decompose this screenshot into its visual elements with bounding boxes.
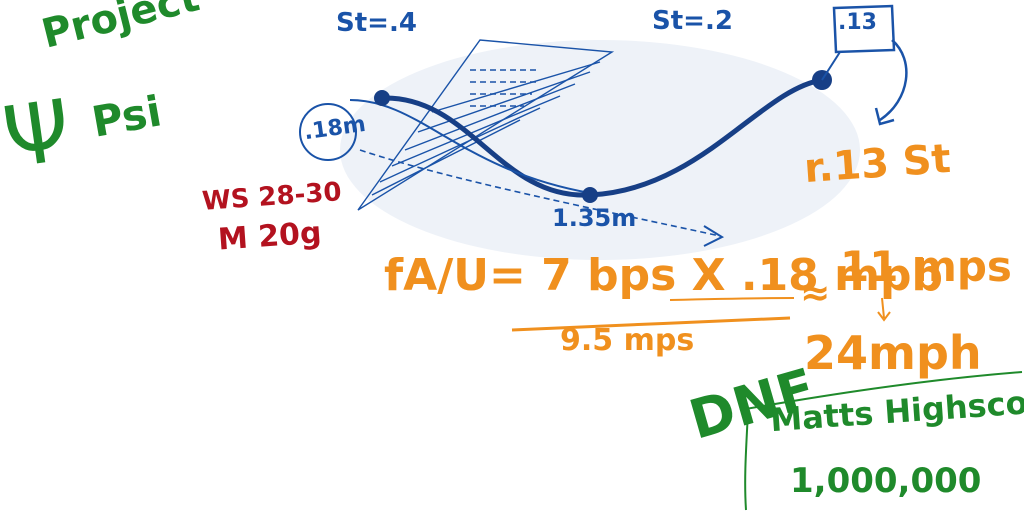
- curved-arrow-head: [874, 107, 895, 126]
- highscore-frame: [739, 371, 1023, 511]
- speed-mph: 24mph: [804, 326, 982, 380]
- label-circle: [299, 103, 357, 161]
- approx-sign: ≈: [800, 273, 831, 314]
- trajectory-secondary-curve: [349, 99, 591, 194]
- dashed-arrow: [359, 149, 721, 237]
- highscore-value: 1,000,000: [790, 461, 982, 501]
- trajectory-point-middle: [582, 187, 598, 203]
- formula-underline: [669, 297, 795, 301]
- strouhal-result: r.13 St: [802, 135, 953, 193]
- wing-hatch: [357, 39, 615, 211]
- dashed-arrow-head: [703, 225, 725, 247]
- psi-symbol: Ψ: [0, 80, 77, 188]
- conversion-arrow: [877, 297, 891, 322]
- psi-word: Psi: [88, 86, 166, 147]
- label-box: [832, 4, 896, 54]
- strouhal-right-label: St=.2: [652, 6, 733, 36]
- strouhal-left-label: St=.4: [336, 8, 417, 38]
- boxed-value-label: .13: [838, 10, 877, 35]
- trajectory-point-start: [374, 90, 390, 106]
- background-wash: [340, 40, 860, 260]
- curved-arrow: [879, 39, 908, 122]
- formula-numerator: fA/U= 7 bps X .18 mpb: [384, 250, 943, 301]
- formula-fraction-line: [511, 316, 791, 332]
- speed-mps: 11 mps: [840, 242, 1012, 291]
- mass-note: M 20g: [216, 215, 323, 258]
- trough-distance-label: 1.35m: [552, 204, 637, 232]
- formula-denominator: 9.5 mps: [560, 323, 695, 358]
